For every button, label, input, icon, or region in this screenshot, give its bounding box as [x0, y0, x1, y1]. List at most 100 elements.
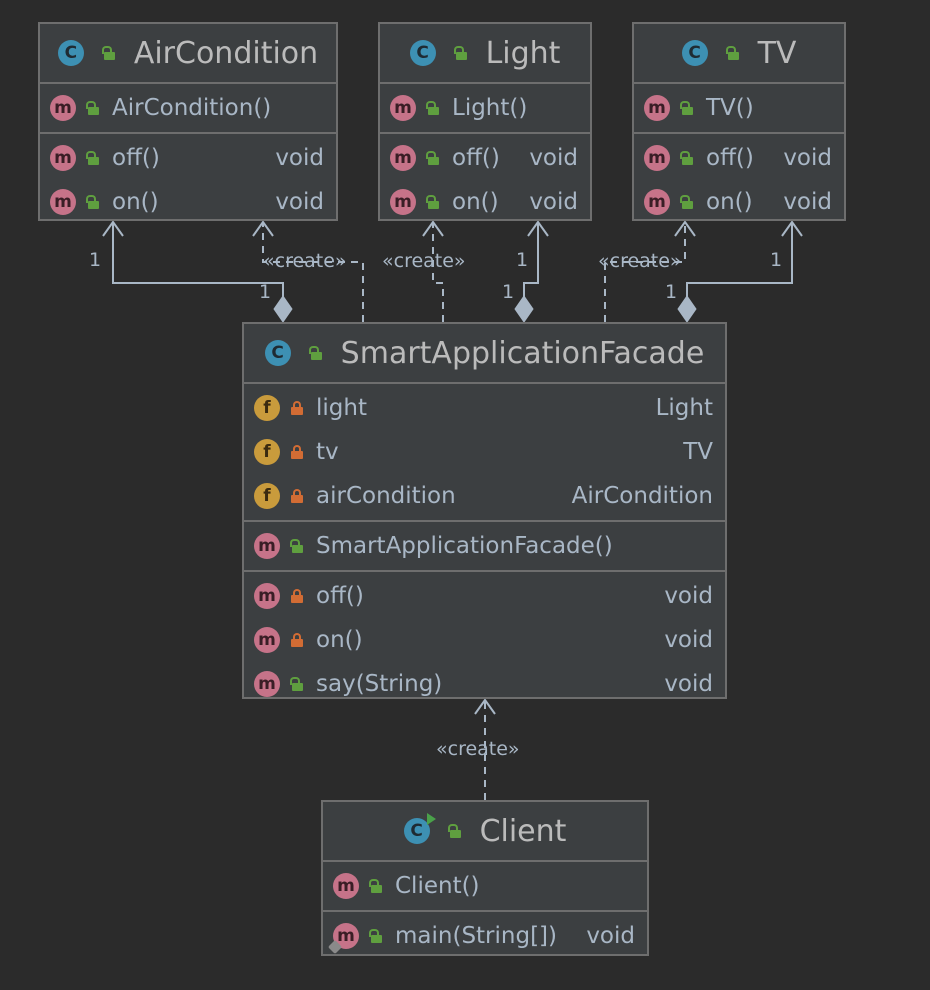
member-type: void — [664, 627, 713, 653]
class-header: C Client — [323, 802, 647, 862]
member-name: off() — [112, 145, 160, 171]
member-name: AirCondition() — [112, 95, 272, 121]
member-name: on() — [452, 189, 499, 215]
method-row[interactable]: m say(String) void — [244, 662, 725, 706]
member-type: void — [529, 189, 578, 215]
public-visibility-icon — [680, 101, 694, 115]
static-method-icon: m — [327, 923, 359, 955]
public-visibility-icon — [426, 195, 440, 209]
methods-section: m off() void m on() void m say(String) v… — [244, 572, 725, 708]
class-aircondition[interactable]: C AirCondition m AirCondition() m off() … — [38, 22, 338, 221]
public-visibility-icon — [426, 101, 440, 115]
method-row[interactable]: m on() void — [380, 180, 590, 224]
public-visibility-icon — [426, 151, 440, 165]
composition-diamond — [677, 295, 697, 323]
multiplicity-label: 1 — [665, 281, 678, 303]
arrowhead — [781, 220, 803, 237]
member-type: Light — [655, 395, 713, 421]
member-type: void — [664, 583, 713, 609]
class-tv[interactable]: C TV m TV() m off() void m on() void — [632, 22, 846, 221]
public-visibility-icon — [290, 539, 304, 553]
class-name: TV — [757, 35, 797, 71]
member-type: TV — [683, 439, 713, 465]
member-type: void — [275, 189, 324, 215]
edge-facade-aircondition-create — [262, 222, 364, 322]
private-visibility-icon — [290, 589, 304, 603]
field-icon: f — [254, 483, 280, 509]
constructor-row[interactable]: m Client() — [323, 864, 647, 908]
public-visibility-icon — [101, 46, 116, 60]
member-name: SmartApplicationFacade() — [316, 533, 613, 559]
class-icon: C — [264, 340, 291, 366]
create-label: «create» — [436, 738, 520, 760]
method-row[interactable]: m on() void — [244, 618, 725, 662]
method-icon: m — [254, 583, 280, 609]
multiplicity-label: 1 — [89, 249, 102, 271]
method-icon: m — [644, 95, 670, 121]
constructor-row[interactable]: m SmartApplicationFacade() — [244, 524, 725, 568]
constructor-row[interactable]: m AirCondition() — [40, 86, 336, 130]
field-row[interactable]: f light Light — [244, 386, 725, 430]
field-row[interactable]: f airCondition AirCondition — [244, 474, 725, 518]
member-name: on() — [112, 189, 159, 215]
method-icon: m — [50, 145, 76, 171]
public-visibility-icon — [369, 929, 383, 943]
method-row[interactable]: m off() void — [244, 574, 725, 618]
method-row[interactable]: m off() void — [380, 136, 590, 180]
edge-facade-tv-composition — [686, 222, 793, 300]
class-icon: C — [409, 40, 436, 66]
private-visibility-icon — [290, 633, 304, 647]
multiplicity-label: 1 — [770, 249, 783, 271]
method-row[interactable]: m main(String[]) void — [323, 914, 647, 958]
class-name: AirCondition — [133, 35, 319, 71]
constructor-section: m TV() — [634, 84, 844, 134]
composition-diamond — [514, 295, 534, 323]
multiplicity-label: 1 — [502, 281, 515, 303]
member-type: AirCondition — [571, 483, 713, 509]
edge-facade-light-create — [432, 222, 444, 322]
public-visibility-icon — [290, 677, 304, 691]
member-name: say(String) — [316, 671, 443, 697]
member-type: void — [783, 145, 832, 171]
member-name: main(String[]) — [395, 923, 557, 949]
method-icon: m — [254, 533, 280, 559]
class-light[interactable]: C Light m Light() m off() void m on() vo… — [378, 22, 592, 221]
method-icon: m — [390, 189, 416, 215]
constructor-row[interactable]: m TV() — [634, 86, 844, 130]
methods-section: m off() void m on() void — [380, 134, 590, 226]
create-label: «create» — [263, 250, 347, 272]
method-row[interactable]: m on() void — [40, 180, 336, 224]
method-icon: m — [644, 145, 670, 171]
member-name: on() — [706, 189, 753, 215]
class-icon: C — [57, 40, 84, 66]
public-visibility-icon — [369, 879, 383, 893]
methods-section: m off() void m on() void — [40, 134, 336, 226]
class-client[interactable]: C Client m Client() m main(String[]) voi… — [321, 800, 649, 956]
create-label: «create» — [382, 250, 466, 272]
class-header: C TV — [634, 24, 844, 84]
class-header: C AirCondition — [40, 24, 336, 84]
edge-facade-tv-create — [604, 222, 686, 322]
field-row[interactable]: f tv TV — [244, 430, 725, 474]
method-icon: m — [254, 627, 280, 653]
method-row[interactable]: m on() void — [634, 180, 844, 224]
multiplicity-label: 1 — [516, 249, 529, 271]
class-header: C Light — [380, 24, 590, 84]
method-row[interactable]: m off() void — [40, 136, 336, 180]
member-name: off() — [316, 583, 364, 609]
runnable-class-icon: C — [403, 813, 436, 844]
constructor-row[interactable]: m Light() — [380, 86, 590, 130]
edge-facade-light-composition — [523, 222, 539, 300]
constructor-section: m AirCondition() — [40, 84, 336, 134]
public-visibility-icon — [86, 195, 100, 209]
method-icon: m — [390, 95, 416, 121]
public-visibility-icon — [447, 824, 462, 838]
method-icon: m — [390, 145, 416, 171]
class-smart-application-facade[interactable]: C SmartApplicationFacade f light Light f… — [242, 322, 727, 699]
method-row[interactable]: m off() void — [634, 136, 844, 180]
member-name: TV() — [706, 95, 754, 121]
methods-section: m off() void m on() void — [634, 134, 844, 226]
member-name: airCondition — [316, 483, 456, 509]
public-visibility-icon — [680, 195, 694, 209]
